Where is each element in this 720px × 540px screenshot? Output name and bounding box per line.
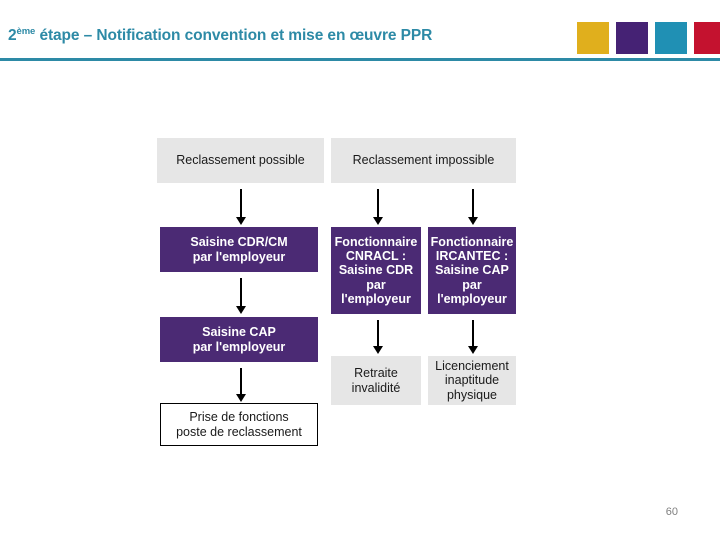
page-title: 2ème étape – Notification convention et … xyxy=(8,27,432,45)
node-licenciement-inaptitude: Licenciement inaptitude physique xyxy=(428,356,516,405)
arrow-ircantec-to-licenciement xyxy=(466,320,480,354)
node-label: Fonctionnaire CNRACL : Saisine CDR par l… xyxy=(334,234,418,306)
arrow-saisine-cap-to-prise-de-fonctions xyxy=(234,368,248,402)
node-label: Licenciement inaptitude physique xyxy=(435,359,509,402)
page-title-superscript: ème xyxy=(16,25,36,37)
node-saisine-cap: Saisine CAP par l'employeur xyxy=(160,317,318,362)
node-reclassement-impossible: Reclassement impossible xyxy=(331,138,516,183)
page-title-prefix: 2 xyxy=(8,27,17,44)
node-saisine-cdr-cm: Saisine CDR/CM par l'employeur xyxy=(160,227,318,272)
node-label: Retraite invalidité xyxy=(351,366,401,395)
arrow-cnracl-to-retraite xyxy=(371,320,385,354)
node-fonctionnaire-ircantec: Fonctionnaire IRCANTEC : Saisine CAP par… xyxy=(428,227,516,314)
header-square-gold xyxy=(577,22,609,54)
node-label: Prise de fonctions poste de reclassement xyxy=(176,410,302,439)
page-title-rest: étape – Notification convention et mise … xyxy=(35,27,433,44)
node-label: Reclassement possible xyxy=(176,153,305,168)
node-label: Reclassement impossible xyxy=(352,153,495,168)
arrow-saisine-cdr-to-saisine-cap xyxy=(234,278,248,314)
header-square-teal xyxy=(655,22,687,54)
slide-header: 2ème étape – Notification convention et … xyxy=(0,0,720,62)
header-color-squares xyxy=(577,22,720,54)
page-number: 60 xyxy=(665,506,678,518)
arrow-impossible-to-ircantec xyxy=(466,189,480,225)
node-retraite-invalidite: Retraite invalidité xyxy=(331,356,421,405)
node-label: Fonctionnaire IRCANTEC : Saisine CAP par… xyxy=(430,234,514,306)
header-divider xyxy=(0,58,720,61)
node-fonctionnaire-cnracl: Fonctionnaire CNRACL : Saisine CDR par l… xyxy=(331,227,421,314)
arrow-possible-to-saisine-cdr xyxy=(234,189,248,225)
arrow-impossible-to-cnracl xyxy=(371,189,385,225)
node-reclassement-possible: Reclassement possible xyxy=(157,138,324,183)
header-square-crimson xyxy=(694,22,720,54)
node-prise-de-fonctions: Prise de fonctions poste de reclassement xyxy=(160,403,318,446)
header-square-purple xyxy=(616,22,648,54)
node-label: Saisine CAP par l'employeur xyxy=(192,325,286,354)
node-label: Saisine CDR/CM par l'employeur xyxy=(190,235,288,264)
